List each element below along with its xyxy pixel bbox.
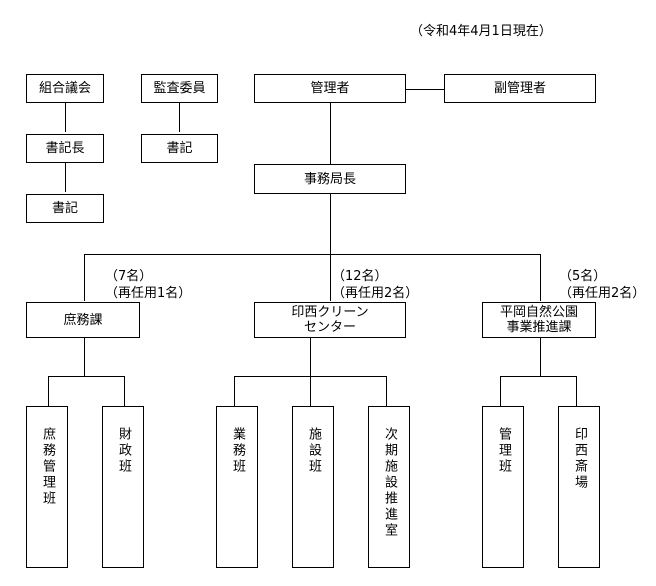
unit-box: 印西斎場 (558, 406, 600, 568)
connector (540, 338, 541, 376)
unit-box: 財政班 (102, 406, 144, 568)
dept-name-line: 平岡自然公園 (499, 305, 578, 320)
unit-box: 次期施設推進室 (368, 406, 410, 568)
reappointed-count: （再任用2名） (559, 286, 646, 301)
unit-label: 印西斎場 (572, 427, 587, 491)
staff-count: （7名） (105, 269, 153, 284)
council-label: 組合議会 (38, 81, 91, 96)
connector (234, 376, 235, 406)
dept-nature-park-box: 平岡自然公園 事業推進課 (482, 302, 596, 338)
unit-label: 庶務管理班 (40, 427, 55, 507)
connector (330, 103, 331, 164)
dept-staff-note: （5名） （再任用2名） (559, 268, 645, 302)
connector (179, 103, 180, 132)
unit-box: 管理班 (482, 406, 524, 568)
connector (330, 254, 331, 301)
connector (310, 338, 311, 376)
connector (330, 194, 331, 254)
secretary-general-label: 事務局長 (303, 171, 356, 187)
auditor-clerk-box: 書記 (141, 134, 218, 163)
staff-count: （5名） (559, 269, 607, 284)
connector (48, 376, 124, 377)
dept-staff-note: （7名） （再任用1名） (105, 268, 191, 302)
connector (386, 376, 387, 406)
as-of-date: （令和4年4月1日現在） (410, 24, 552, 39)
connector (84, 254, 85, 301)
connector (406, 89, 444, 90)
connector (500, 376, 501, 406)
council-clerk-box: 書記 (26, 194, 104, 223)
reappointed-count: （再任用1名） (105, 286, 192, 301)
unit-label: 業務班 (230, 427, 245, 475)
dept-name-line: 印西クリーン (291, 305, 369, 320)
auditor-box: 監査委員 (141, 74, 218, 103)
dept-staff-note: （12名） （再任用2名） (332, 268, 418, 302)
council-box: 組合議会 (26, 74, 104, 103)
connector (65, 163, 66, 192)
chief-clerk-label: 書記長 (45, 141, 85, 156)
vice-manager-box: 副管理者 (444, 74, 596, 103)
unit-box: 庶務管理班 (26, 406, 68, 568)
connector (310, 376, 311, 406)
staff-count: （12名） (332, 269, 388, 284)
unit-label: 管理班 (496, 427, 511, 475)
dept-name: 庶務課 (63, 312, 103, 328)
connector (500, 376, 576, 377)
connector (84, 254, 540, 255)
reappointed-count: （再任用2名） (332, 286, 419, 301)
council-clerk-label: 書記 (51, 201, 78, 216)
vice-manager-label: 副管理者 (493, 81, 546, 96)
unit-box: 施設班 (292, 406, 334, 568)
unit-label: 財政班 (116, 427, 131, 475)
dept-name-line: センター (303, 320, 356, 335)
connector (576, 376, 577, 406)
connector (540, 254, 541, 301)
dept-clean-center-box: 印西クリーン センター (254, 302, 406, 338)
unit-box: 業務班 (216, 406, 258, 568)
connector (48, 376, 49, 406)
chief-clerk-box: 書記長 (26, 134, 104, 163)
auditor-label: 監査委員 (153, 81, 206, 96)
connector (84, 338, 85, 376)
unit-label: 次期施設推進室 (382, 427, 397, 539)
secretary-general-box: 事務局長 (254, 164, 406, 194)
dept-general-affairs-box: 庶務課 (26, 302, 140, 338)
unit-label: 施設班 (306, 427, 321, 475)
manager-label: 管理者 (310, 81, 350, 96)
connector (65, 103, 66, 132)
manager-box: 管理者 (254, 74, 406, 103)
connector (124, 376, 125, 406)
dept-name-line: 事業推進課 (506, 320, 572, 335)
auditor-clerk-label: 書記 (166, 141, 193, 156)
